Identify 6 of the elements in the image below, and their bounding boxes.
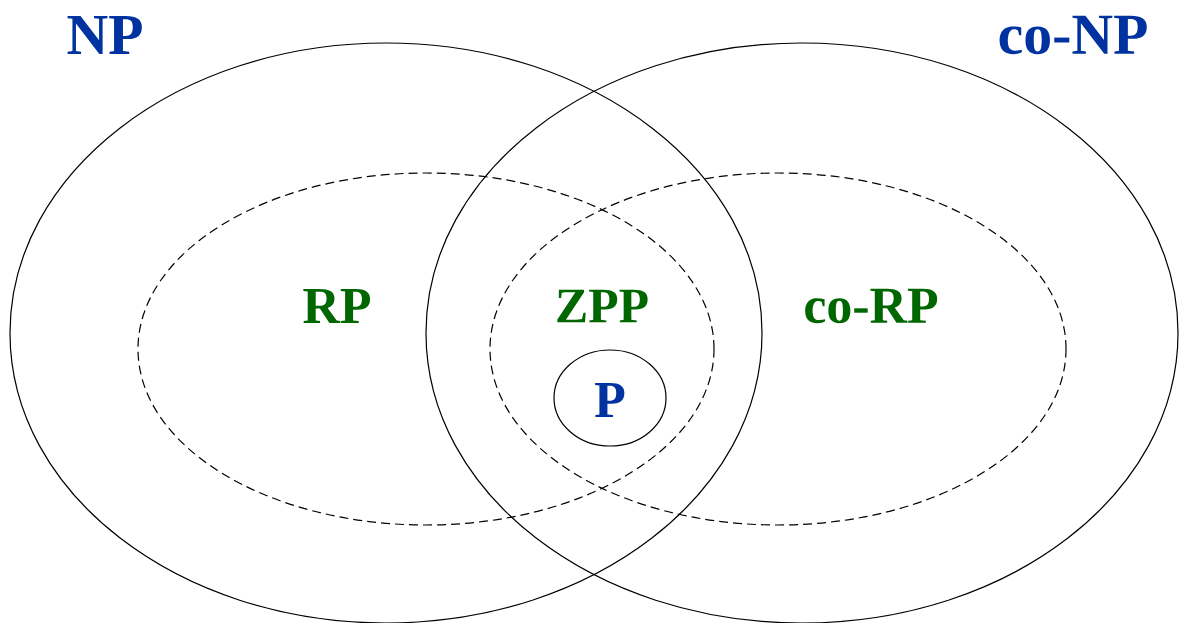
set-label: ZPP [557, 289, 648, 323]
set-label: co-NP [999, 15, 1147, 55]
set-label: P [595, 383, 625, 417]
set-label: NP [67, 16, 142, 54]
set-label: co-RP [805, 288, 938, 324]
set-label: RP [303, 289, 371, 323]
